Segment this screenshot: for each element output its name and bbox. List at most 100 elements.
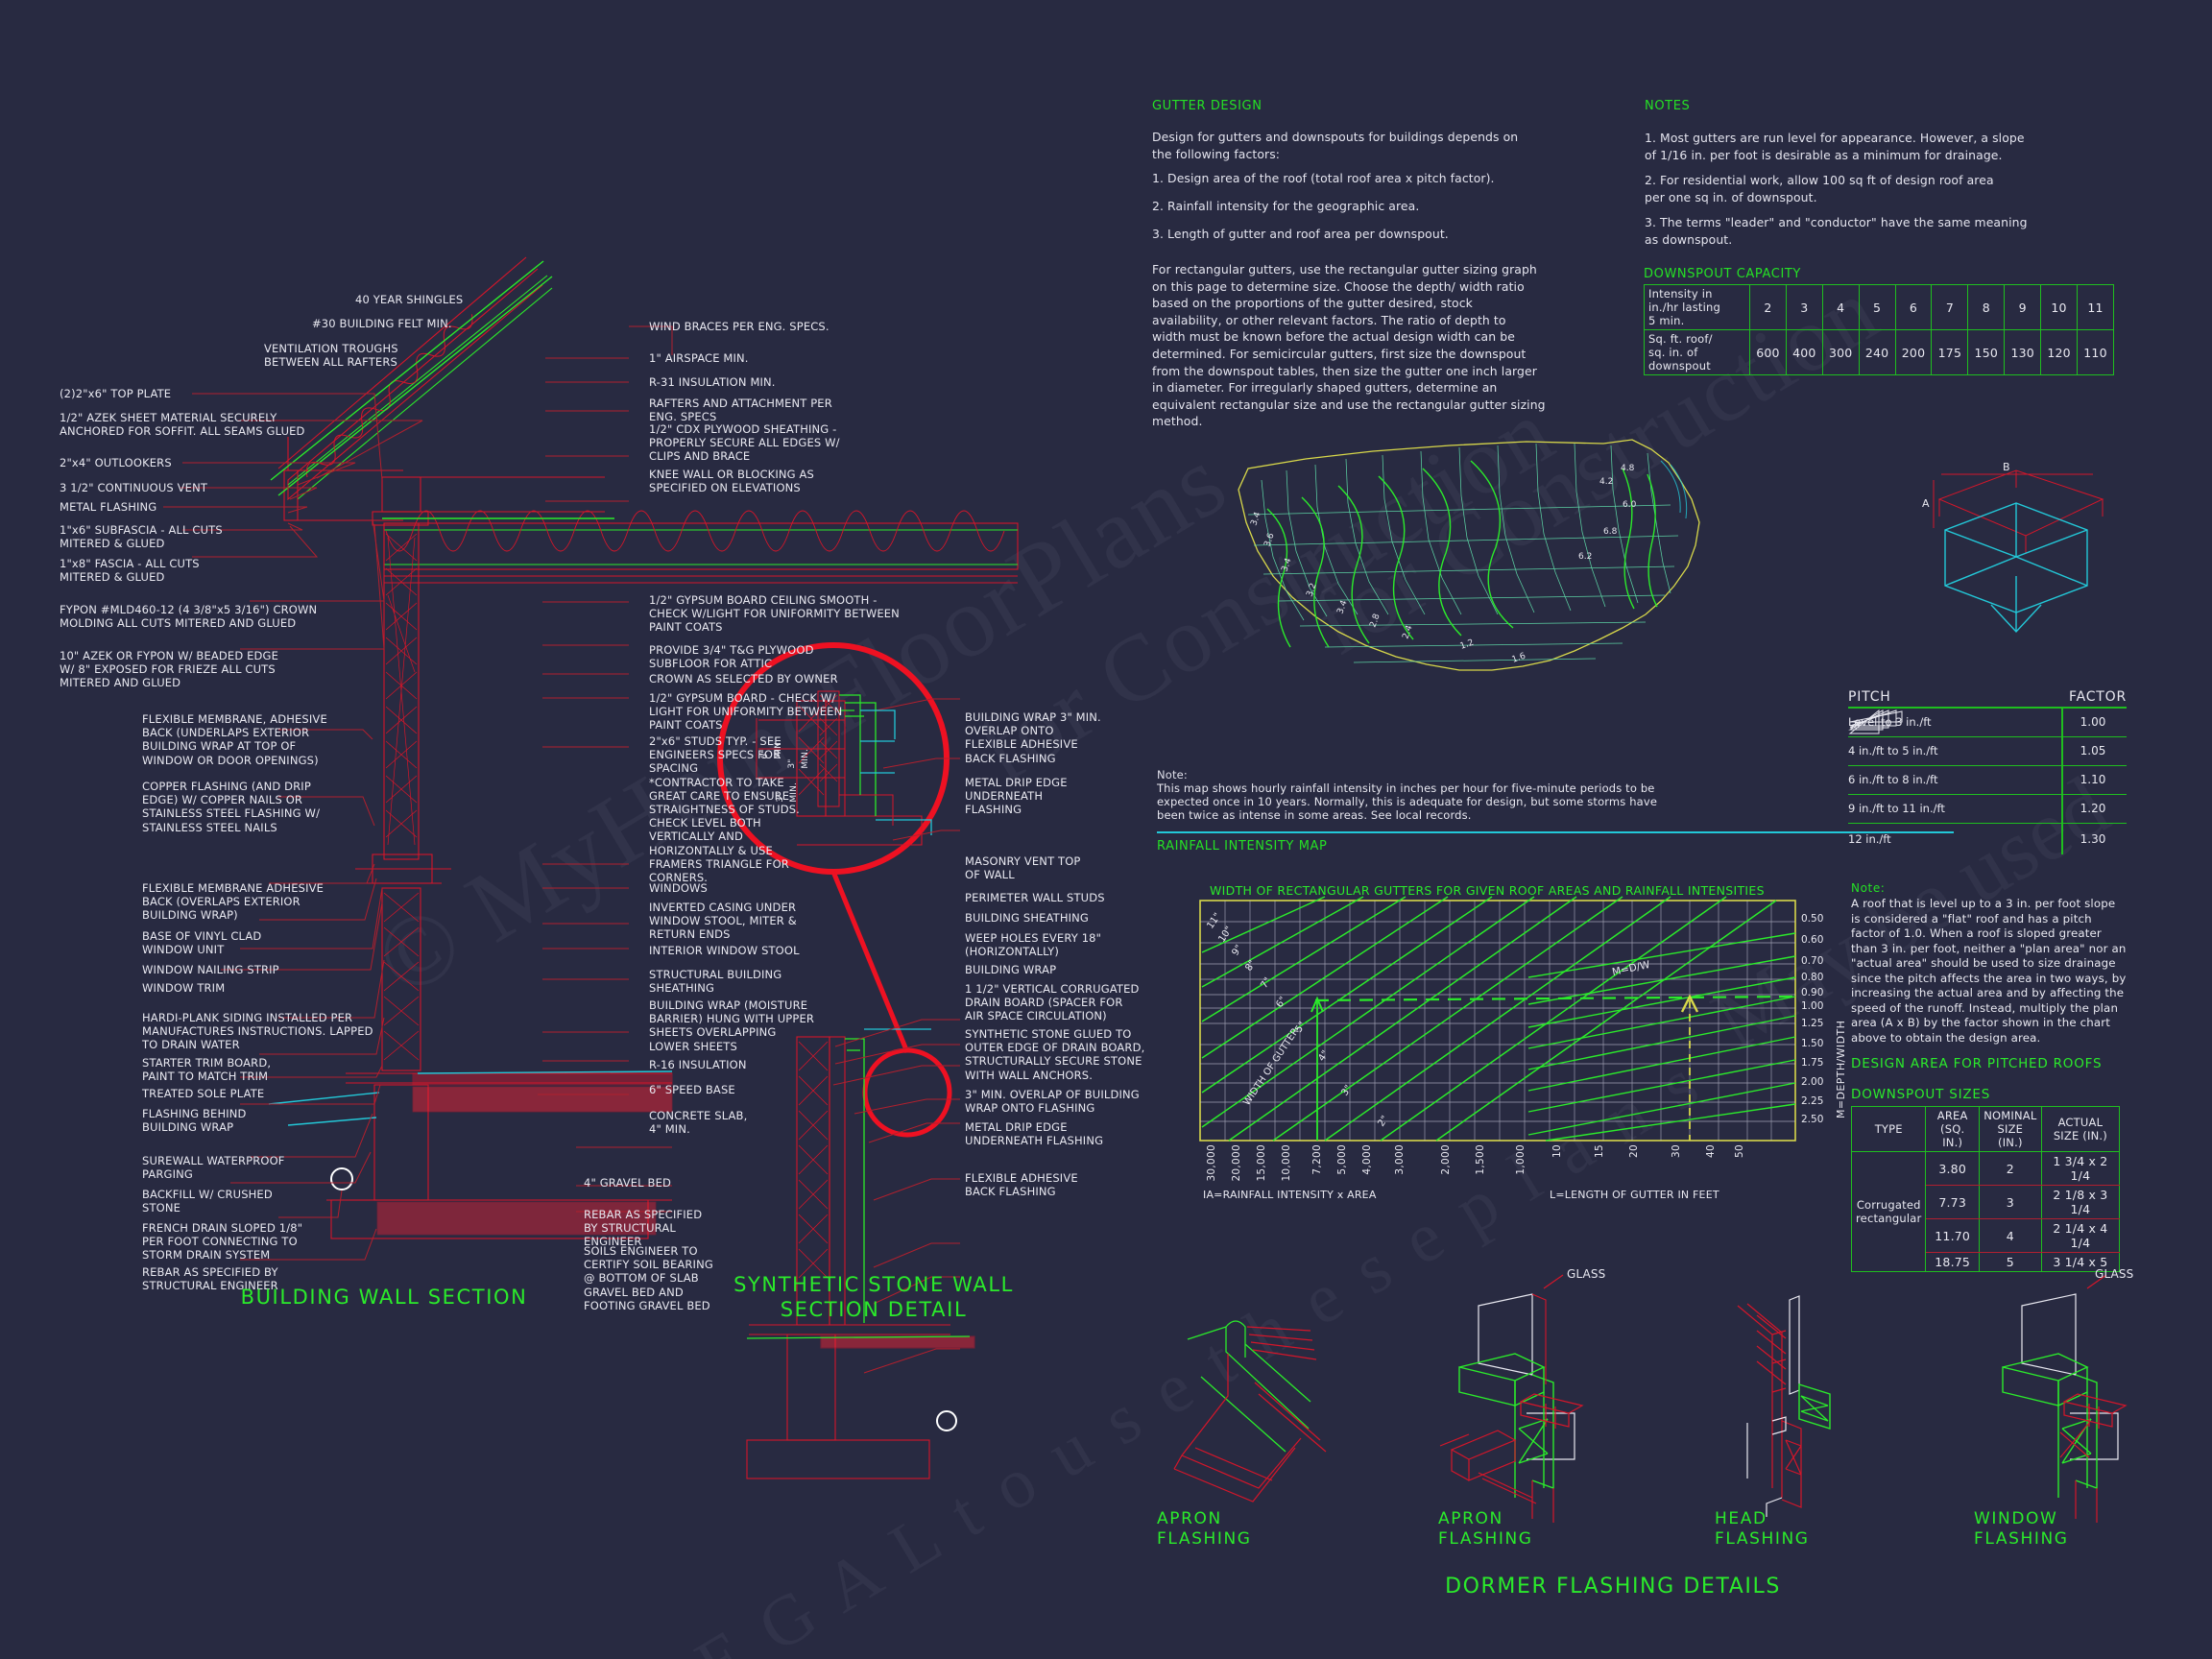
label-azek-frieze: 10" AZEK OR FYPON W/ BEADED EDGE W/ 8" E… <box>60 649 279 690</box>
label-hardi-plank-siding: HARDI-PLANK SIDING INSTALLED PER MANUFAC… <box>142 1011 373 1052</box>
label-fascia: 1"x8" FASCIA - ALL CUTS MITERED & GLUED <box>60 557 200 585</box>
label-surewall-parging: SUREWALL WATERPROOF PARGING <box>142 1154 285 1182</box>
label-r16-insulation: R-16 INSULATION <box>649 1058 747 1071</box>
label-top-plate: (2)2"x6" TOP PLATE <box>60 387 172 400</box>
label-concrete-slab: CONCRETE SLAB, 4" MIN. <box>649 1109 748 1137</box>
svg-text:6": 6" <box>1274 995 1288 1009</box>
label-weep-holes: WEEP HOLES EVERY 18" (HORIZONTALLY) <box>965 931 1102 959</box>
callout-framing-detail <box>756 690 896 826</box>
factor-value: 1.00 <box>2080 715 2106 729</box>
label-building-wrap-moisture: BUILDING WRAP (MOISTURE BARRIER) HUNG WI… <box>649 998 814 1053</box>
label-flexible-adhesive-back: FLEXIBLE ADHESIVE BACK FLASHING <box>965 1171 1078 1199</box>
capacity-cell: 5 <box>1858 284 1896 330</box>
capacity-cell: 200 <box>1894 329 1933 375</box>
dormer-detail-head <box>1737 1295 1831 1517</box>
table-row: Intensity in in./hr lasting 5 min. 2 3 4… <box>1644 284 2114 330</box>
svg-text:6.2: 6.2 <box>1578 552 1592 562</box>
label-wrap-overlap-flashing: BUILDING WRAP 3" MIN. OVERLAP ONTO FLEXI… <box>965 710 1101 765</box>
area-value: 7.73 <box>1925 1185 1980 1219</box>
svg-text:0.70: 0.70 <box>1801 955 1823 967</box>
capacity-cell: 7 <box>1931 284 1969 330</box>
table-row: 6 in./ft to 8 in./ft 1.10 <box>1848 709 2127 795</box>
label-crown-owner: CROWN AS SELECTED BY OWNER <box>649 672 838 685</box>
label-flashing-behind-wrap: FLASHING BEHIND BUILDING WRAP <box>142 1107 247 1135</box>
chart-xtick-right: 50 <box>1734 1144 1745 1158</box>
map-divider <box>1157 831 1954 833</box>
label-window-nailing-strip: WINDOW NAILING STRIP <box>142 963 279 976</box>
table-row: 7.73 3 2 1/8 x 3 1/4 <box>1852 1185 2121 1219</box>
gutter-design-paragraph: For rectangular gutters, use the rectang… <box>1152 262 1546 429</box>
label-structural-sheathing: STRUCTURAL BUILDING SHEATHING <box>649 968 782 996</box>
dormer-caption-1: APRON FLASHING <box>1157 1509 1252 1549</box>
svg-text:3.2: 3.2 <box>1305 582 1318 598</box>
pitch-value: 12 in./ft <box>1848 831 1891 846</box>
actual-value: 2 1/4 x 4 1/4 <box>2040 1218 2121 1253</box>
chart-xtick: 5,000 <box>1336 1144 1348 1175</box>
gutter-sizing-chart: M=D/W 11" 10" 9" 8" 7" 6" 5" 4" 3" 2" WI… <box>1199 896 1823 1142</box>
label-starter-trim-board: STARTER TRIM BOARD, PAINT TO MATCH TRIM <box>142 1056 272 1084</box>
factor-value: 1.10 <box>2080 773 2106 786</box>
pitch-factor-table: PITCH FACTOR Level to 3 in./ft 1.00 4 in… <box>1848 689 2127 854</box>
label-building-felt: #30 BUILDING FELT MIN. <box>312 317 452 330</box>
svg-text:5": 5" <box>1293 1020 1308 1034</box>
chart-xtick-right: 40 <box>1705 1144 1717 1158</box>
table-row: 18.75 5 3 1/4 x 5 <box>1852 1252 2121 1272</box>
label-building-wrap: BUILDING WRAP <box>965 963 1057 976</box>
chart-xtick: 1,000 <box>1515 1144 1527 1175</box>
area-value: 3.80 <box>1925 1151 1980 1186</box>
label-speed-base: 6" SPEED BASE <box>649 1083 735 1096</box>
chart-xtick: 30,000 <box>1206 1144 1217 1182</box>
chart-xlabel-left: IA=RAINFALL INTENSITY x AREA <box>1203 1189 1377 1201</box>
chart-xtick: 2,000 <box>1440 1144 1452 1175</box>
label-backfill-crushed-stone: BACKFILL W/ CRUSHED STONE <box>142 1188 273 1215</box>
design-area-caption: DESIGN AREA FOR PITCHED ROOFS <box>1851 1056 2103 1071</box>
dormer-caption-2: APRON FLASHING <box>1438 1509 1533 1549</box>
svg-text:10": 10" <box>1216 925 1235 945</box>
building-wall-section-title: BUILDING WALL SECTION <box>240 1286 528 1309</box>
capacity-row2-header: Sq. ft. roof/ sq. in. of downspout <box>1644 329 1750 375</box>
nominal-value: 3 <box>1978 1185 2042 1219</box>
factor-value: 1.30 <box>2080 831 2106 846</box>
svg-text:2.4: 2.4 <box>1401 624 1414 640</box>
col-type: TYPE <box>1850 1106 1927 1152</box>
dormer-detail-apron-2 <box>1439 1274 1584 1523</box>
dormer-caption-3: HEAD FLASHING <box>1715 1509 1810 1549</box>
label-fypon-crown: FYPON #MLD460-12 (4 3/8"x5 3/16") CROWN … <box>60 603 318 631</box>
label-masonry-vent: MASONRY VENT TOP OF WALL <box>965 854 1081 882</box>
dormer-details-title: DORMER FLASHING DETAILS <box>1445 1575 1781 1599</box>
svg-text:2.25: 2.25 <box>1801 1095 1823 1107</box>
svg-text:0.60: 0.60 <box>1801 934 1823 946</box>
building-wall-section-drawing <box>163 256 1019 1261</box>
chart-xtick: 7,200 <box>1311 1144 1323 1175</box>
label-wind-braces: WIND BRACES PER ENG. SPECS. <box>649 320 830 333</box>
factor-value: 1.05 <box>2080 744 2106 757</box>
label-soils-engineer: SOILS ENGINEER TO CERTIFY SOIL BEARING @… <box>584 1244 713 1312</box>
label-ventilation-troughs: VENTILATION TROUGHS BETWEEN ALL RAFTERS <box>264 342 398 370</box>
downspout-sizes-heading: DOWNSPOUT SIZES <box>1851 1087 1991 1102</box>
svg-text:4": 4" <box>1316 1048 1331 1063</box>
capacity-cell: 175 <box>1931 329 1969 375</box>
pitch-note-label: Note: <box>1851 881 1886 895</box>
chart-xtick-right: 15 <box>1594 1144 1605 1158</box>
svg-text:1.25: 1.25 <box>1801 1018 1823 1029</box>
chart-xtick-right: 30 <box>1671 1144 1682 1158</box>
chart-xtick: 3,000 <box>1394 1144 1406 1175</box>
label-airspace-min: 1" AIRSPACE MIN. <box>649 351 749 365</box>
chart-xtick: 15,000 <box>1256 1144 1267 1182</box>
capacity-cell: 240 <box>1858 329 1896 375</box>
label-tg-plywood-subfloor: PROVIDE 3/4" T&G PLYWOOD SUBFLOOR FOR AT… <box>649 643 814 671</box>
capacity-cell: 400 <box>1785 329 1823 375</box>
label-gypsum-ceiling: 1/2" GYPSUM BOARD CEILING SMOOTH - CHECK… <box>649 593 900 635</box>
pitch-note-text: A roof that is level up to a 3 in. per f… <box>1851 897 2127 1045</box>
label-synthetic-stone-glued: SYNTHETIC STONE GLUED TO OUTER EDGE OF D… <box>965 1027 1145 1082</box>
note-3: 3. The terms "leader" and "conductor" ha… <box>1645 215 2028 247</box>
label-rebar-structural: REBAR AS SPECIFIED BY STRUCTURAL ENGINEE… <box>142 1265 278 1293</box>
table-row: Sq. ft. roof/ sq. in. of downspout 600 4… <box>1644 329 2114 375</box>
roof-dim-a: A <box>1922 497 1930 510</box>
capacity-cell: 150 <box>1967 329 2006 375</box>
svg-text:0.80: 0.80 <box>1801 972 1823 983</box>
label-flex-membrane-overlaps: FLEXIBLE MEMBRANE ADHESIVE BACK (OVERLAP… <box>142 881 325 923</box>
gutter-design-heading: GUTTER DESIGN <box>1152 99 1262 113</box>
dormer-glass-label-4: GLASS <box>2095 1267 2134 1281</box>
svg-text:9": 9" <box>1230 943 1244 957</box>
